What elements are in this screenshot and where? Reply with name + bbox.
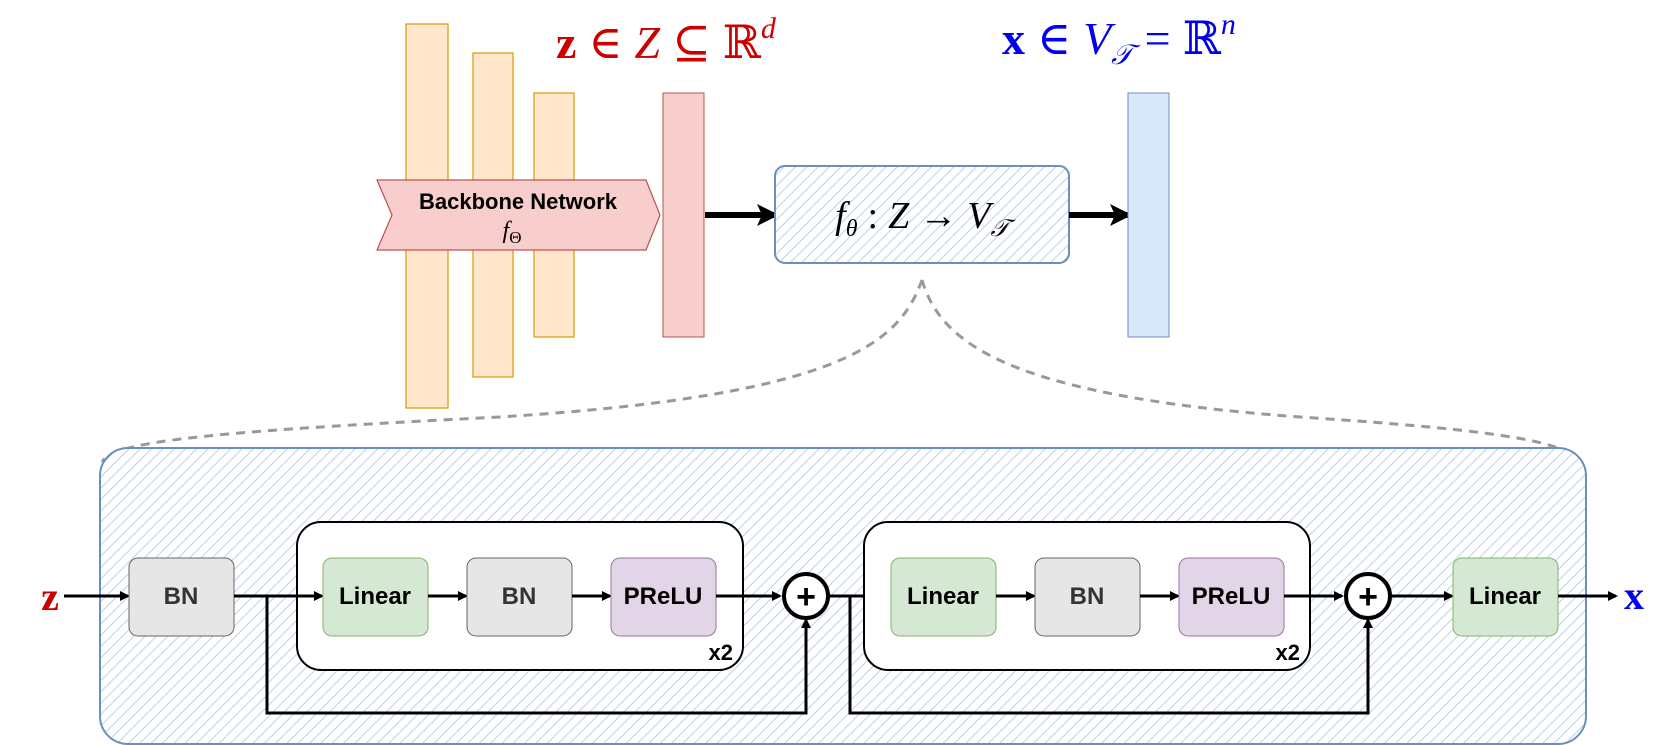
final-linear: Linear (1452, 557, 1559, 637)
block-1-prelu: PReLU (610, 557, 717, 637)
svg-text:BN: BN (502, 583, 537, 610)
backbone-network: Backbone Network fΘ (376, 23, 661, 409)
block-2-bn: BN (1034, 557, 1141, 637)
x-space-label: x∈V𝒯=ℝn (1002, 8, 1236, 71)
input-z-label: z (41, 574, 59, 619)
svg-text:Linear: Linear (907, 583, 979, 610)
z-space-label: z∈Z⊆ℝd (556, 12, 777, 69)
x-vector (1127, 92, 1170, 338)
block-2-prelu: PReLU (1178, 557, 1285, 637)
svg-text:PReLU: PReLU (1192, 583, 1271, 610)
svg-text:+: + (796, 578, 816, 616)
skip-connection-1 (265, 596, 811, 715)
svg-text:PReLU: PReLU (624, 583, 703, 610)
svg-text:Linear: Linear (1469, 583, 1541, 610)
block-2-repeat: x2 (1276, 640, 1300, 665)
add-node-2: + (1344, 572, 1392, 620)
projection-head-formula: fθ:Z→V𝒯 (835, 195, 1016, 242)
block-2-linear: Linear (890, 557, 997, 637)
backbone-symbol: fΘ (503, 218, 522, 247)
skip-connection-2 (848, 596, 1373, 715)
svg-text:BN: BN (1070, 583, 1105, 610)
zoom-connector-right (920, 279, 1580, 463)
add-node-1: + (782, 572, 830, 620)
svg-text:BN: BN (164, 583, 199, 610)
input-bn-node: BN (128, 557, 235, 637)
block-1-linear: Linear (322, 557, 429, 637)
z-vector (662, 92, 705, 338)
backbone-title: Backbone Network (419, 189, 618, 214)
svg-text:+: + (1358, 578, 1378, 616)
svg-text:Linear: Linear (339, 583, 411, 610)
output-x-label: x (1624, 573, 1644, 618)
block-1-bn: BN (466, 557, 573, 637)
projection-head-box: fθ:Z→V𝒯 (774, 165, 1070, 264)
backbone-label-banner (376, 179, 661, 251)
block-1-repeat: x2 (709, 640, 733, 665)
zoom-connector-left (100, 279, 924, 463)
